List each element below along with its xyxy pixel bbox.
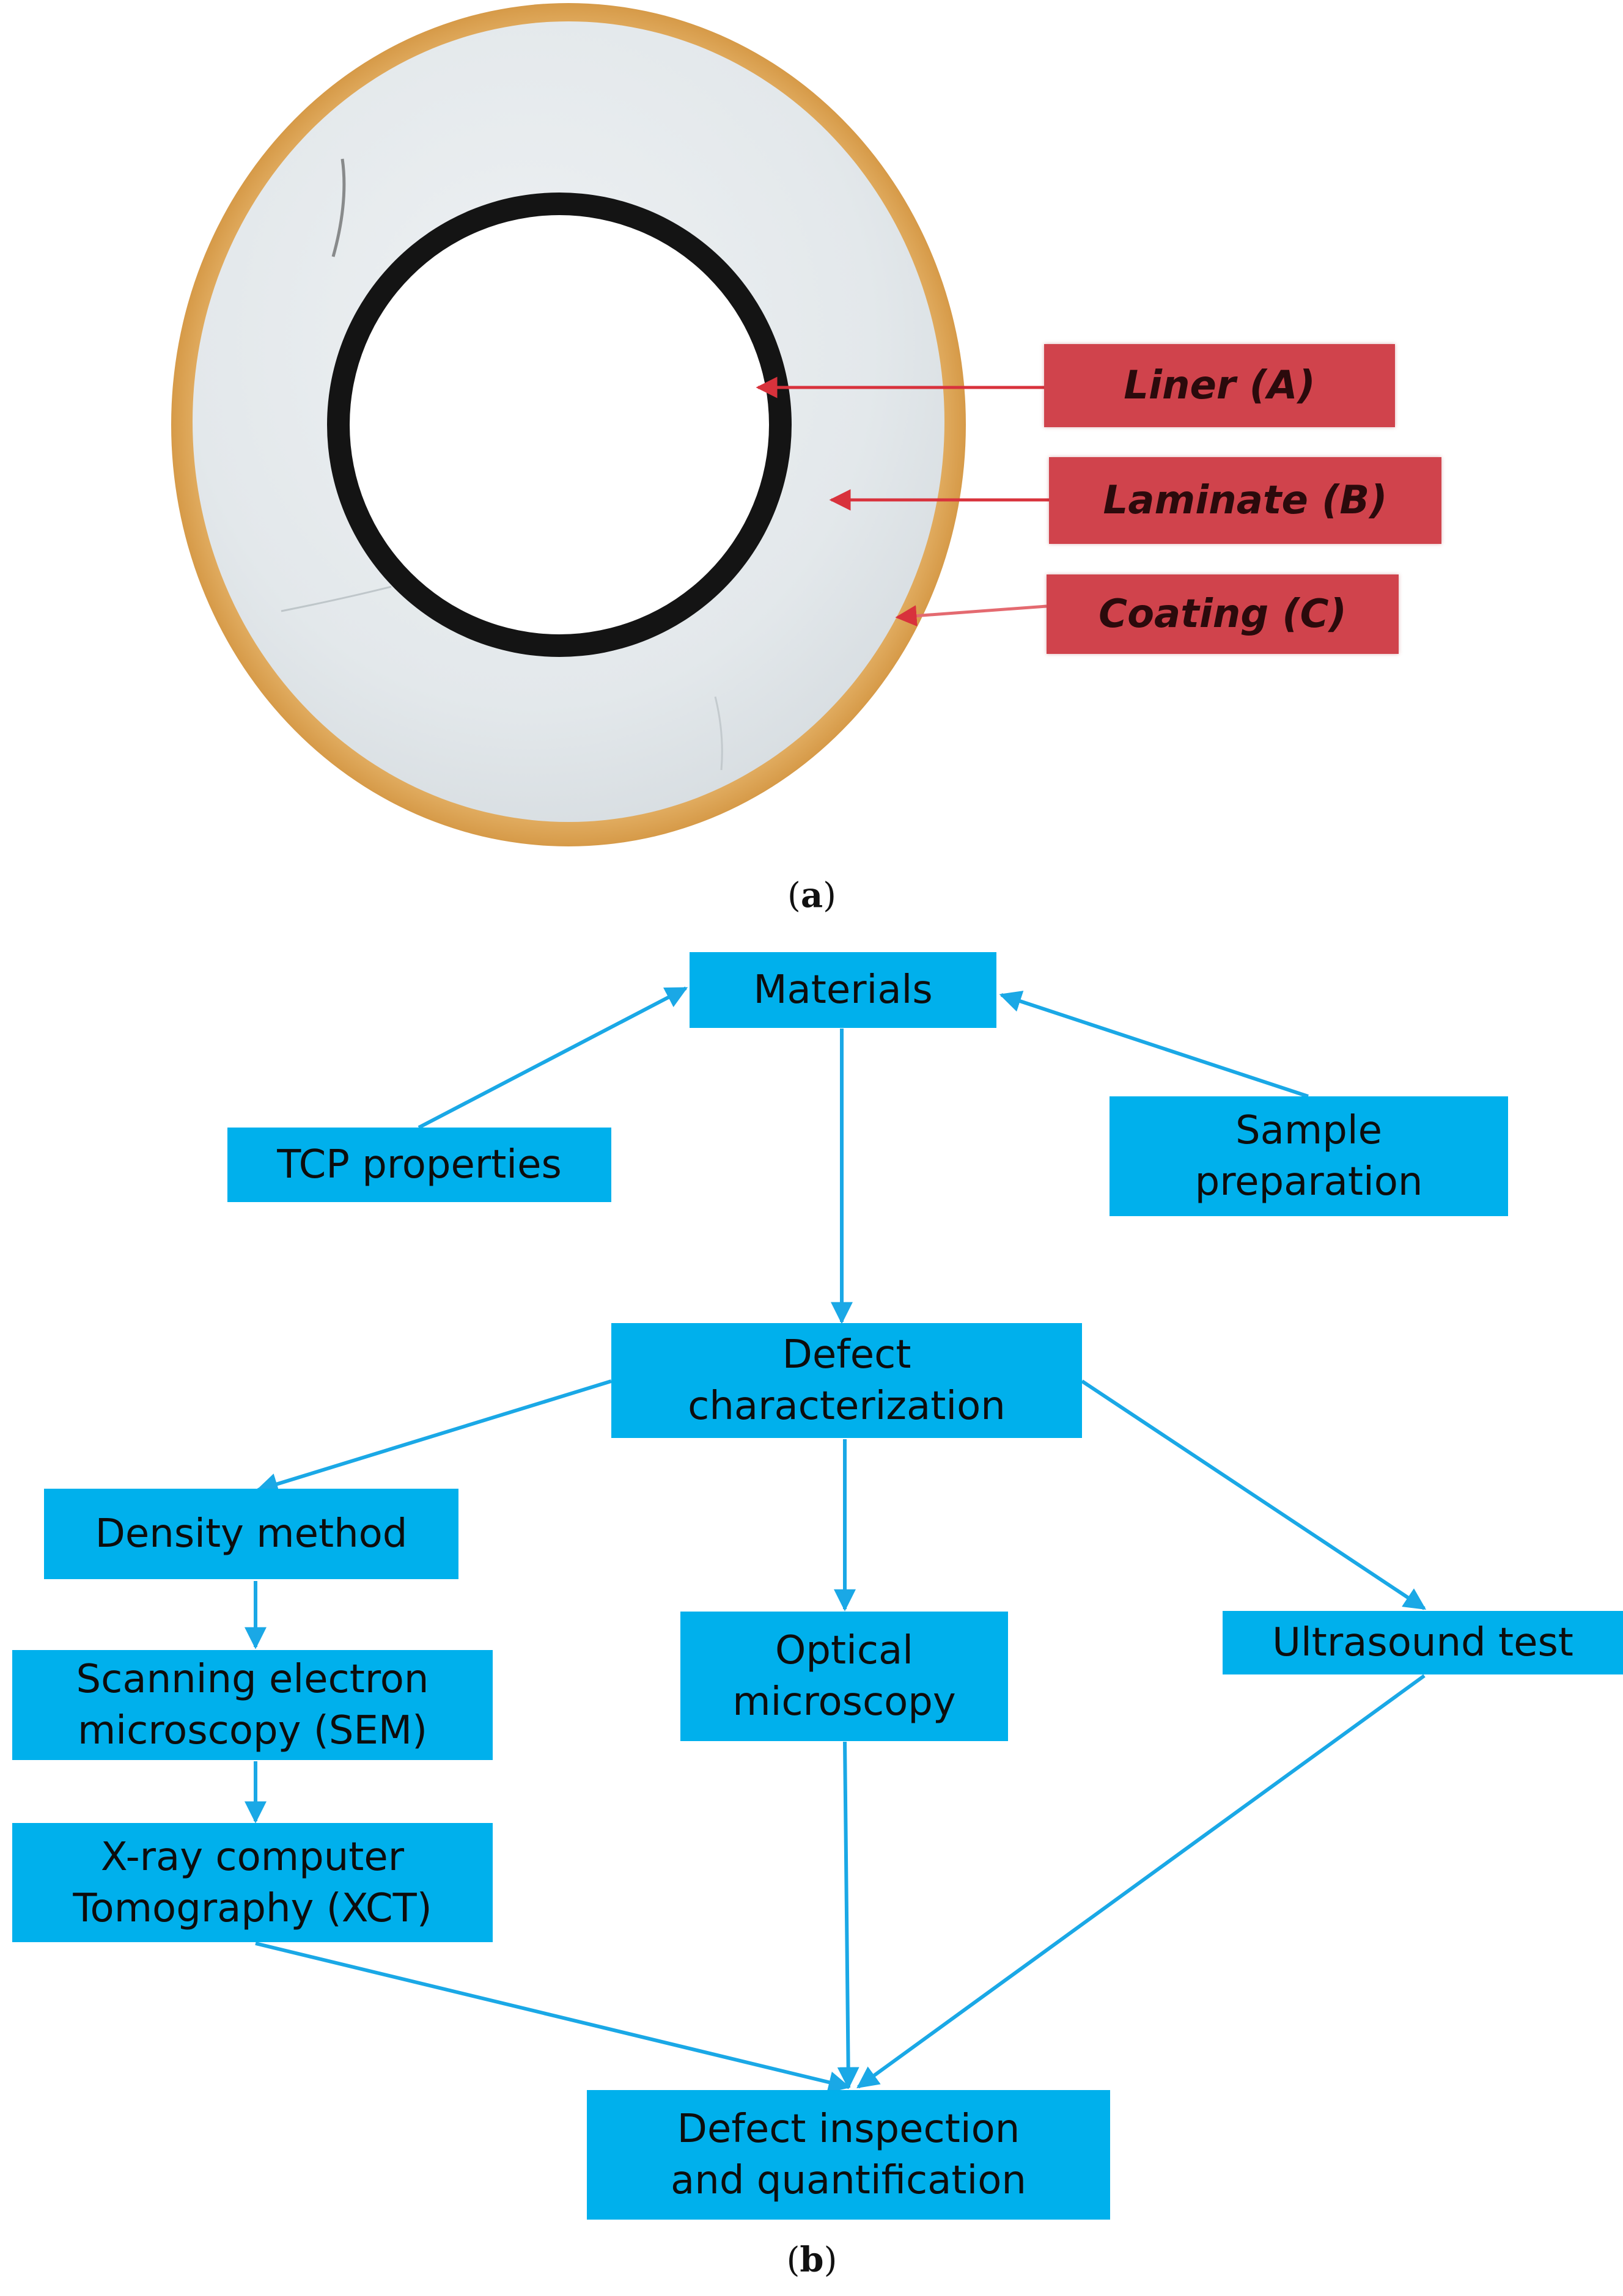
- node-sem: Scanning electron microscopy (SEM): [12, 1650, 493, 1760]
- coating-arrow: [895, 604, 1047, 627]
- arrow-sample-to-materials: [999, 991, 1309, 1098]
- node-tcp-properties: TCP properties: [227, 1128, 611, 1202]
- node-ultrasound-test: Ultrasound test: [1223, 1611, 1623, 1674]
- caption-a: (a): [787, 875, 836, 915]
- liner-label: Liner (A): [1044, 344, 1395, 427]
- node-sample-preparation: Sample preparation: [1110, 1096, 1508, 1216]
- panel-a-pipe-photo: Liner (A) Laminate (B) Coating (C): [0, 0, 1623, 856]
- node-defect-inspection: Defect inspection and quantification: [587, 2090, 1110, 2220]
- caption-b: (b): [786, 2240, 837, 2280]
- node-defect-characterization: Defect characterization: [611, 1323, 1082, 1438]
- node-xct: X-ray computer Tomography (XCT): [12, 1823, 493, 1942]
- arrow-defect-to-density: [256, 1379, 612, 1495]
- node-materials: Materials: [690, 952, 996, 1028]
- node-density-method: Density method: [44, 1489, 458, 1579]
- arrow-xct-to-inspection: [255, 1942, 851, 2093]
- arrow-defect-to-ultrasound: [1081, 1379, 1426, 1610]
- pipe-cross-section: [171, 3, 1049, 846]
- coating-label: Coating (C): [1047, 574, 1399, 654]
- node-optical-microscopy: Optical microscopy: [680, 1612, 1008, 1741]
- pipe-bore: [350, 215, 769, 634]
- arrow-tcp-to-materials: [418, 986, 688, 1129]
- arrow-optical-to-inspection: [837, 1741, 859, 2089]
- laminate-label: Laminate (B): [1049, 457, 1441, 544]
